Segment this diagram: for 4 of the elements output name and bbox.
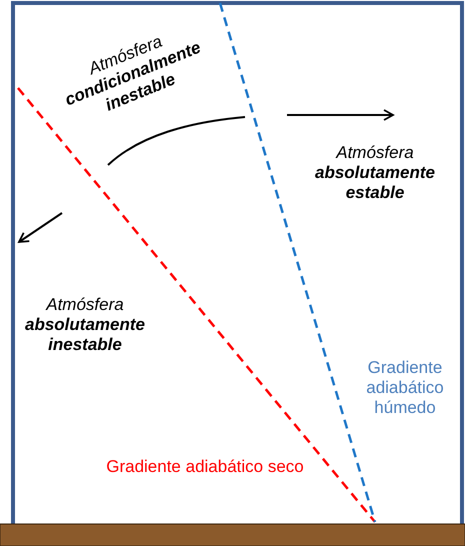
zone-label: Atmósfera absolutamente estable <box>314 143 436 203</box>
line-label: Gradiente adiabático seco <box>105 457 305 477</box>
zone-label: Atmósfera absolutamente inestable <box>24 295 146 355</box>
line-label: Gradiente adiabático húmedo <box>365 358 445 418</box>
